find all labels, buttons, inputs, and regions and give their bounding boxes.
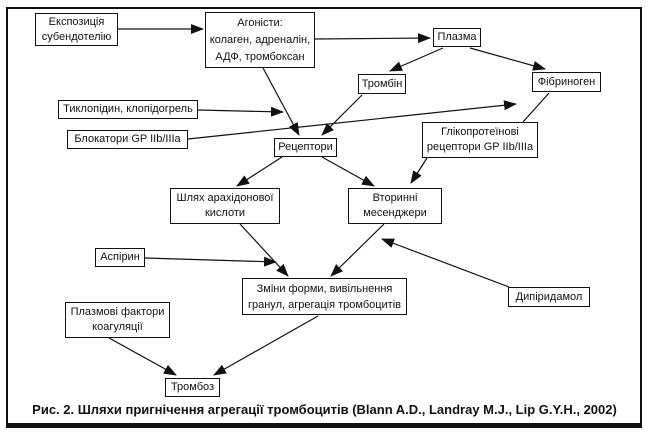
arrow-agonists-to-receptors	[262, 67, 300, 136]
arrow-receptors-to-messengers	[321, 156, 375, 187]
arrow-ticlopidine-inhibitor	[197, 106, 284, 117]
arrow-messengers-to-changes	[330, 223, 385, 277]
node-glycoprotein-receptors: Глікопротеїнові рецептори GP IIb/IIIa	[422, 122, 538, 158]
arrow-agonists-to-plasma	[314, 33, 431, 44]
node-ticlopidine-clopidogrel: Тиклопідин, клопідогрель	[58, 100, 198, 119]
arrow-changes-to-thrombosis	[213, 315, 319, 376]
arrow-gp-receptors-to-messengers	[410, 157, 428, 184]
node-plasma-coagulation-factors: Плазмові фактори коагуляції	[65, 302, 170, 338]
figure-caption: Рис. 2. Шляхи пригнічення агрегації тром…	[32, 402, 617, 417]
node-aspirin: Аспірин	[95, 248, 145, 267]
arrow-aspirin-inhibitor	[144, 256, 277, 267]
arrow-gp-blockers-inhibitor	[187, 100, 517, 140]
arrow-plasma-to-fibrinogen	[469, 47, 546, 71]
node-plasma: Плазма	[433, 28, 481, 47]
arrow-plasma-to-thrombin	[389, 47, 444, 72]
node-dipyridamole: Дипіридамол	[508, 287, 590, 307]
arrow-dipyridamole-to-messengers	[381, 238, 510, 288]
node-thrombin: Тромбін	[358, 74, 406, 94]
line-gp-receptors-fibrinogen	[522, 92, 550, 123]
arrow-arachidonic-to-changes	[239, 223, 289, 277]
arrow-plasma-factors-to-thrombosis	[108, 337, 177, 376]
node-platelet-changes: Зміни форми, вивільнення гранул, агрегац…	[242, 278, 407, 315]
arrow-receptors-to-arachidonic	[236, 156, 283, 187]
node-subendothelium-exposure: Експозиція субендотелію	[35, 13, 118, 46]
node-fibrinogen: Фібриноген	[532, 72, 601, 92]
node-second-messengers: Вторинні месенджери	[348, 188, 442, 224]
node-thrombosis: Тромбоз	[165, 378, 220, 397]
diagram-border	[6, 7, 642, 428]
node-arachidonic-acid-pathway: Шлях арахідонової кислоти	[170, 188, 280, 224]
node-receptors: Рецептори	[274, 138, 337, 157]
node-agonists: Агоністи: колаген, адреналін, АДФ, тромб…	[205, 12, 315, 68]
node-gp-iib-iiia-blockers: Блокатори GP IIb/IIIa	[67, 130, 188, 149]
arrow-thrombin-to-receptors	[321, 94, 363, 136]
